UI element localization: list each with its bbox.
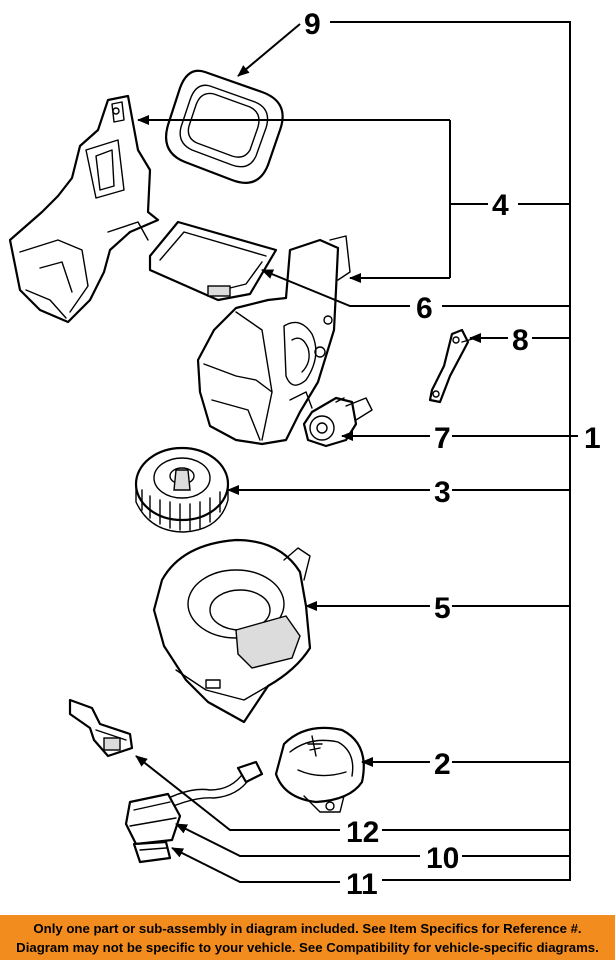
blower-wheel-part: [134, 446, 230, 533]
callout-8: 8: [512, 324, 529, 357]
blower-case-part: [152, 538, 312, 724]
bracket-clip-part: [428, 328, 477, 404]
disclaimer-line-2: Diagram may not be specific to your vehi…: [16, 940, 599, 955]
callout-6: 6: [416, 292, 433, 325]
actuator-motor-part: [302, 396, 373, 448]
callout-12: 12: [346, 816, 379, 849]
callout-11: 11: [346, 868, 378, 901]
harness-connector-part: [124, 760, 264, 864]
disclaimer-banner: Only one part or sub-assembly in diagram…: [0, 915, 615, 960]
filter-plate-part: [148, 220, 278, 302]
callout-9: 9: [304, 8, 321, 41]
callout-numbers: 9 4 6 8 7 1 3 5 2 12 10 11: [304, 8, 601, 901]
blower-motor-part: [274, 726, 365, 813]
callout-7: 7: [434, 422, 451, 455]
callout-2: 2: [434, 748, 451, 781]
leader-lines: [135, 21, 578, 883]
lower-housing-part: [196, 235, 351, 446]
callout-5: 5: [434, 592, 451, 625]
callout-1: 1: [584, 422, 601, 455]
seal-gasket-part: [164, 69, 284, 184]
resistor-part: [68, 698, 134, 758]
upper-housing-part: [8, 94, 160, 324]
callout-10: 10: [426, 842, 459, 875]
disclaimer-line-1: Only one part or sub-assembly in diagram…: [33, 921, 582, 936]
callout-4: 4: [492, 189, 509, 222]
parts-diagram: 9 4 6 8 7 1 3 5 2 12 10 11: [8, 8, 601, 901]
callout-3: 3: [434, 476, 451, 509]
